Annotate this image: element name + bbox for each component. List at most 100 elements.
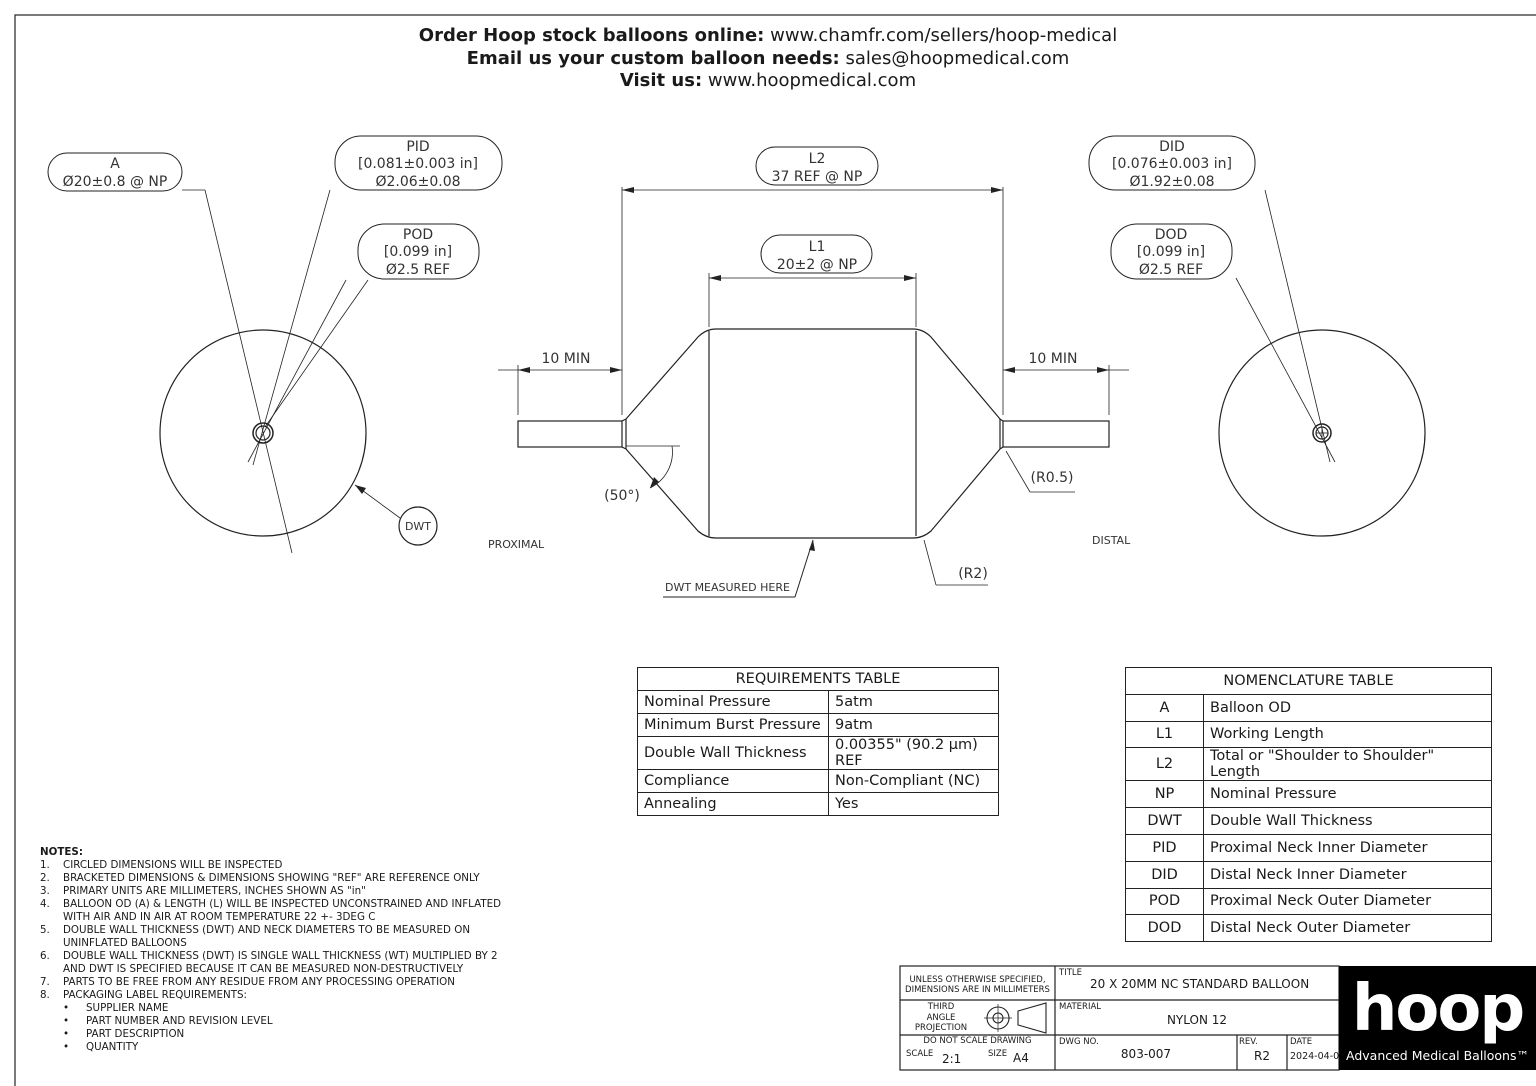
header-line-order: Order Hoop stock balloons online: www.ch… (0, 25, 1536, 46)
email-address[interactable]: sales@hoopmedical.com (845, 48, 1070, 69)
logo-wordmark: hoop (1351, 972, 1525, 1046)
callout-pod-inch: [0.099 in] (384, 244, 452, 260)
note-item: 3.PRIMARY UNITS ARE MILLIMETERS, INCHES … (40, 885, 366, 897)
note-item-cont: AND DWT IS SPECIFIED BECAUSE IT CAN BE M… (63, 963, 464, 975)
callout-pid-inch: [0.081±0.003 in] (358, 156, 478, 172)
callout-did-inch: [0.076±0.003 in] (1112, 156, 1232, 172)
pid-circle (255, 425, 271, 441)
distal-10-min: 10 MIN (1029, 351, 1078, 367)
distal-end-view (1218, 189, 1426, 537)
unless-specified: UNLESS OTHERWISE SPECIFIED, DIMENSIONS A… (905, 975, 1050, 995)
callout-l1-value: 20±2 @ NP (777, 257, 857, 273)
callout-a (47, 152, 183, 192)
distal-od-circle (1218, 329, 1426, 537)
balloon-od-circle (159, 329, 367, 537)
title-value: 20 X 20MM NC STANDARD BALLOON (1090, 977, 1310, 991)
callout-dod-name: DOD (1155, 227, 1188, 243)
callout-dod (1110, 223, 1233, 280)
note-item: 8.PACKAGING LABEL REQUIREMENTS: (40, 989, 247, 1001)
pod-circle (252, 422, 274, 444)
note-item-cont: UNINFLATED BALLOONS (63, 937, 187, 949)
callout-did-mm: Ø1.92±0.08 (1129, 174, 1214, 190)
dwt-bubble (398, 506, 438, 546)
note-bullet: •QUANTITY (63, 1041, 139, 1053)
nomenclature-table-title: NOMENCLATURE TABLE (1125, 667, 1492, 695)
angle-arc (649, 445, 673, 489)
title-label: TITLE (1059, 968, 1082, 978)
projection-symbol (984, 1002, 1047, 1034)
distal-label: DISTAL (1092, 534, 1131, 547)
balloon-side-view (517, 328, 1110, 539)
header-line-email: Email us your custom balloon needs: sale… (0, 48, 1536, 69)
sheet-border (14, 14, 1536, 1086)
callout-l1-name: L1 (809, 239, 826, 255)
visit-label: Visit us: (619, 70, 703, 91)
callout-dod-inch: [0.099 in] (1137, 244, 1205, 260)
note-item: 4.BALLOON OD (A) & LENGTH (L) WILL BE IN… (40, 898, 502, 910)
do-not-scale: DO NOT SCALE DRAWING (923, 1036, 1032, 1046)
note-item-cont: WITH AIR AND IN AIR AT ROOM TEMPERATURE … (63, 911, 376, 923)
dwg-label: DWG NO. (1059, 1037, 1099, 1047)
scale-value: 2:1 (942, 1052, 962, 1066)
proximal-end-view (159, 189, 401, 554)
requirements-table-title: REQUIREMENTS TABLE (637, 667, 999, 691)
notes-section: NOTES: 1.CIRCLED DIMENSIONS WILL BE INSP… (40, 846, 501, 1054)
callout-pid-mm: Ø2.06±0.08 (375, 174, 460, 190)
size-label: SIZE (988, 1049, 1008, 1059)
notes-title: NOTES: (40, 846, 83, 858)
rev-value: R2 (1254, 1049, 1270, 1063)
projection-label: THIRD ANGLE PROJECTION (914, 1002, 968, 1033)
note-bullet: •SUPPLIER NAME (63, 1002, 169, 1014)
callout-a-value: Ø20±0.8 @ NP (63, 174, 168, 190)
radius-small-label: (R0.5) (1031, 470, 1074, 486)
order-url[interactable]: www.chamfr.com/sellers/hoop-medical (770, 25, 1118, 46)
angle-label: (50°) (604, 488, 640, 504)
callout-pod-name: POD (403, 227, 433, 243)
note-item: 1.CIRCLED DIMENSIONS WILL BE INSPECTED (40, 859, 283, 871)
callout-pid (334, 135, 503, 191)
radius-large-label: (R2) (958, 566, 988, 582)
callout-a-name: A (110, 156, 120, 172)
scale-label: SCALE (906, 1049, 934, 1059)
callout-dod-mm: Ø2.5 REF (1139, 262, 1203, 278)
date-label: DATE (1290, 1037, 1313, 1047)
header-line-visit: Visit us: www.hoopmedical.com (0, 70, 1536, 91)
material-value: NYLON 12 (1166, 1013, 1228, 1027)
website-url[interactable]: www.hoopmedical.com (707, 70, 917, 91)
proximal-label: PROXIMAL (488, 538, 545, 551)
order-label: Order Hoop stock balloons online: (418, 25, 765, 46)
callout-did-name: DID (1159, 139, 1185, 155)
note-bullet: •PART DESCRIPTION (63, 1028, 185, 1040)
title-block: UNLESS OTHERWISE SPECIFIED, DIMENSIONS A… (900, 966, 1536, 1070)
dwt-measured-label: DWT MEASURED HERE (665, 581, 790, 594)
dod-circle (1312, 423, 1332, 443)
callout-l1 (760, 234, 873, 274)
callout-l2 (755, 146, 879, 186)
dwt-bubble-label: DWT (405, 520, 431, 533)
date-value: 2024-04-08 (1290, 1051, 1346, 1062)
proximal-10-min: 10 MIN (542, 351, 591, 367)
note-bullet: •PART NUMBER AND REVISION LEVEL (63, 1015, 273, 1027)
note-item: 6.DOUBLE WALL THICKNESS (DWT) IS SINGLE … (40, 950, 498, 962)
callout-pid-name: PID (406, 139, 429, 155)
rev-label: REV. (1239, 1037, 1258, 1047)
note-item: 2.BRACKETED DIMENSIONS & DIMENSIONS SHOW… (40, 872, 480, 884)
callout-pod (357, 223, 480, 280)
